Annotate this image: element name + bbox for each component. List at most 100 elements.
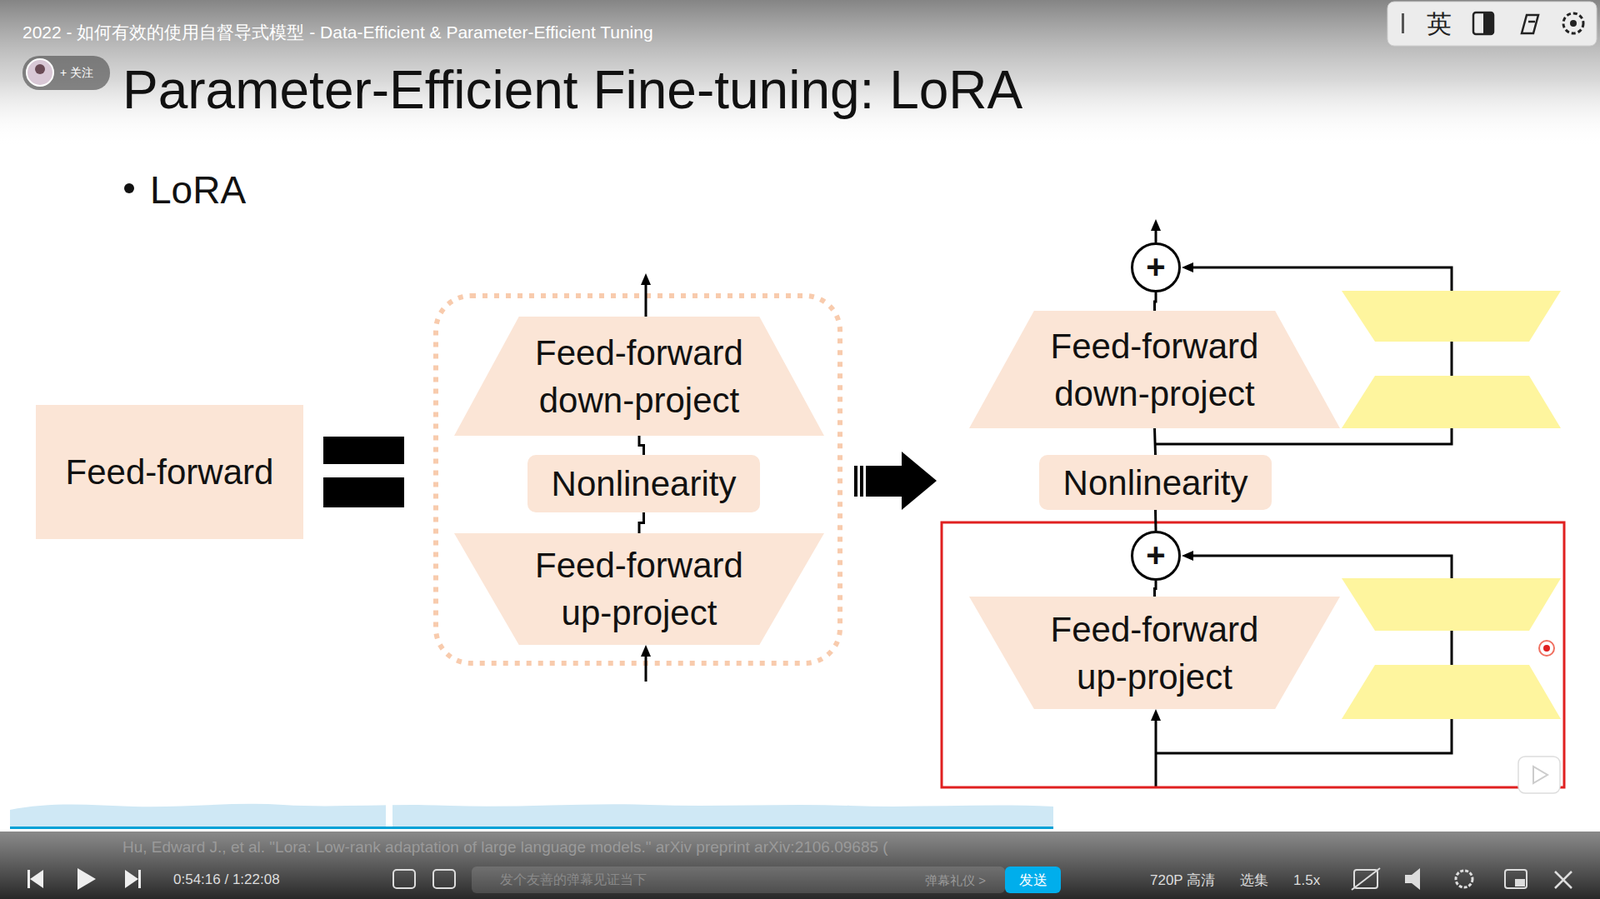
connector-line (639, 435, 645, 455)
connector-line (639, 512, 645, 534)
settings-icon (1455, 870, 1473, 888)
prev-icon-bar (27, 870, 30, 889)
pointer-dot-core (1543, 645, 1550, 652)
slide-title: Parameter-Efficient Fine-tuning: LoRA (122, 59, 1023, 121)
equals-bar (323, 436, 405, 465)
split-icon (1473, 12, 1494, 35)
node-label: Feed-forward up-project (1036, 605, 1273, 701)
volume-icon (1405, 868, 1420, 890)
big-arrow-shaft (865, 465, 904, 497)
sum-circle (1132, 532, 1180, 580)
trapezoid-fill (969, 596, 1340, 710)
skip-arrow-head (1181, 550, 1194, 561)
play-icon (77, 868, 96, 890)
video-title: 2022 - 如何有效的使用自督导式模型 - Data-Efficient & … (22, 21, 654, 44)
danmaku-icon (393, 870, 415, 889)
settings-icon-core (1570, 20, 1577, 27)
episode-menu: 选集 (1240, 871, 1269, 890)
box-fill (527, 455, 760, 513)
avatar (26, 59, 54, 86)
send-button (1005, 866, 1061, 894)
big-arrow-stripe (854, 465, 858, 497)
mini-play-button (1518, 756, 1560, 794)
up-project-trapezoid: Feed-forward up-project (454, 533, 825, 645)
connector-line (1155, 292, 1157, 311)
down-project-trapezoid: Feed-forward down-project (969, 310, 1340, 429)
avatar-head (35, 64, 45, 75)
settings-icon (1563, 13, 1584, 34)
node-text-group: Feed-forward down-project (1036, 322, 1273, 418)
down-project-trapezoid: Feed-forward down-project (454, 316, 825, 436)
sum-symbol: + (1145, 250, 1165, 284)
subtitle-off-slash (1351, 868, 1380, 890)
sum-node: + (1130, 530, 1181, 581)
player-bar (0, 831, 1600, 899)
quality-menu: 720P 高清 (1150, 871, 1215, 890)
node-label: Nonlinearity (1063, 459, 1249, 507)
progress-gap (385, 805, 393, 829)
sum-node: + (1130, 242, 1181, 293)
output-arrow-line (1155, 230, 1158, 243)
top-shade (0, 0, 1600, 146)
playback-time: 0:54:16 / 1:22:08 (173, 870, 280, 889)
node-text-group: Feed-forward up-project (1036, 605, 1273, 701)
danmaku-input (471, 866, 1005, 894)
fullscreen-icon (1555, 871, 1572, 889)
connector-line (1155, 580, 1157, 597)
prev-icon (30, 870, 44, 889)
input-arrow-head (1150, 709, 1161, 721)
follow-pill (22, 55, 110, 90)
output-arrow-head (1150, 219, 1161, 231)
connector-line (1155, 428, 1156, 455)
big-arrow-head (901, 451, 937, 510)
node-text-group: Nonlinearity (1063, 459, 1249, 507)
lora-down-matrix (1341, 290, 1561, 342)
mini-play-icon (1533, 766, 1548, 784)
node-label: Feed-forward up-project (521, 541, 758, 637)
pip-icon-inner (1515, 879, 1525, 887)
node-label: Feed-forward down-project (1036, 322, 1273, 418)
trapezoid-fill (454, 533, 825, 645)
pointer-dot (1539, 640, 1555, 656)
output-arrow-head (640, 273, 651, 285)
progress-bar (10, 826, 1054, 830)
send-button-text: 发送 (1005, 871, 1061, 890)
language-toggle: 英 (1426, 8, 1452, 40)
toolbar-panel (1387, 1, 1597, 46)
next-icon-bar (138, 870, 141, 889)
dashed-group-outline (435, 295, 840, 664)
nonlinearity-box: Nonlinearity (527, 455, 760, 513)
nonlinearity-box: Nonlinearity (1039, 455, 1272, 510)
node-label: Nonlinearity (551, 460, 737, 508)
trapezoid-fill (454, 316, 825, 436)
progress-heatmap (10, 804, 1054, 829)
danmaku-etiquette: 弹幕礼仪 > (925, 872, 986, 889)
lora-up-matrix (1341, 375, 1561, 429)
toolbar-separator (1401, 13, 1405, 34)
next-icon (125, 870, 139, 889)
highlight-box (941, 522, 1565, 788)
follow-button-text: + 关注 (60, 65, 94, 80)
input-arrow-line (645, 655, 648, 682)
node-text-group: + (1145, 252, 1165, 284)
node-text-group: Feed-forward down-project (521, 329, 758, 425)
big-arrow-stripe (860, 465, 864, 497)
danmaku-placeholder: 发个友善的弹幕见证当下 (500, 871, 647, 889)
lora-up-matrix (1341, 665, 1561, 720)
node-text-group: Feed-forward (65, 448, 275, 496)
output-arrow-line (645, 283, 648, 317)
trapezoid-fill (969, 310, 1340, 429)
node-text-group: + (1145, 540, 1165, 572)
note-icon (1521, 15, 1539, 34)
speed-menu: 1.5x (1293, 871, 1320, 890)
bullet-dot (124, 183, 135, 194)
feed-forward-box: Feed-forward (35, 405, 304, 540)
pip-icon (1505, 870, 1527, 889)
skip-arrow-head (1181, 262, 1194, 273)
sum-symbol: + (1145, 538, 1165, 572)
equals-bar (323, 477, 405, 508)
input-arrow-head (640, 645, 651, 657)
node-text-group: Feed-forward up-project (521, 541, 758, 637)
